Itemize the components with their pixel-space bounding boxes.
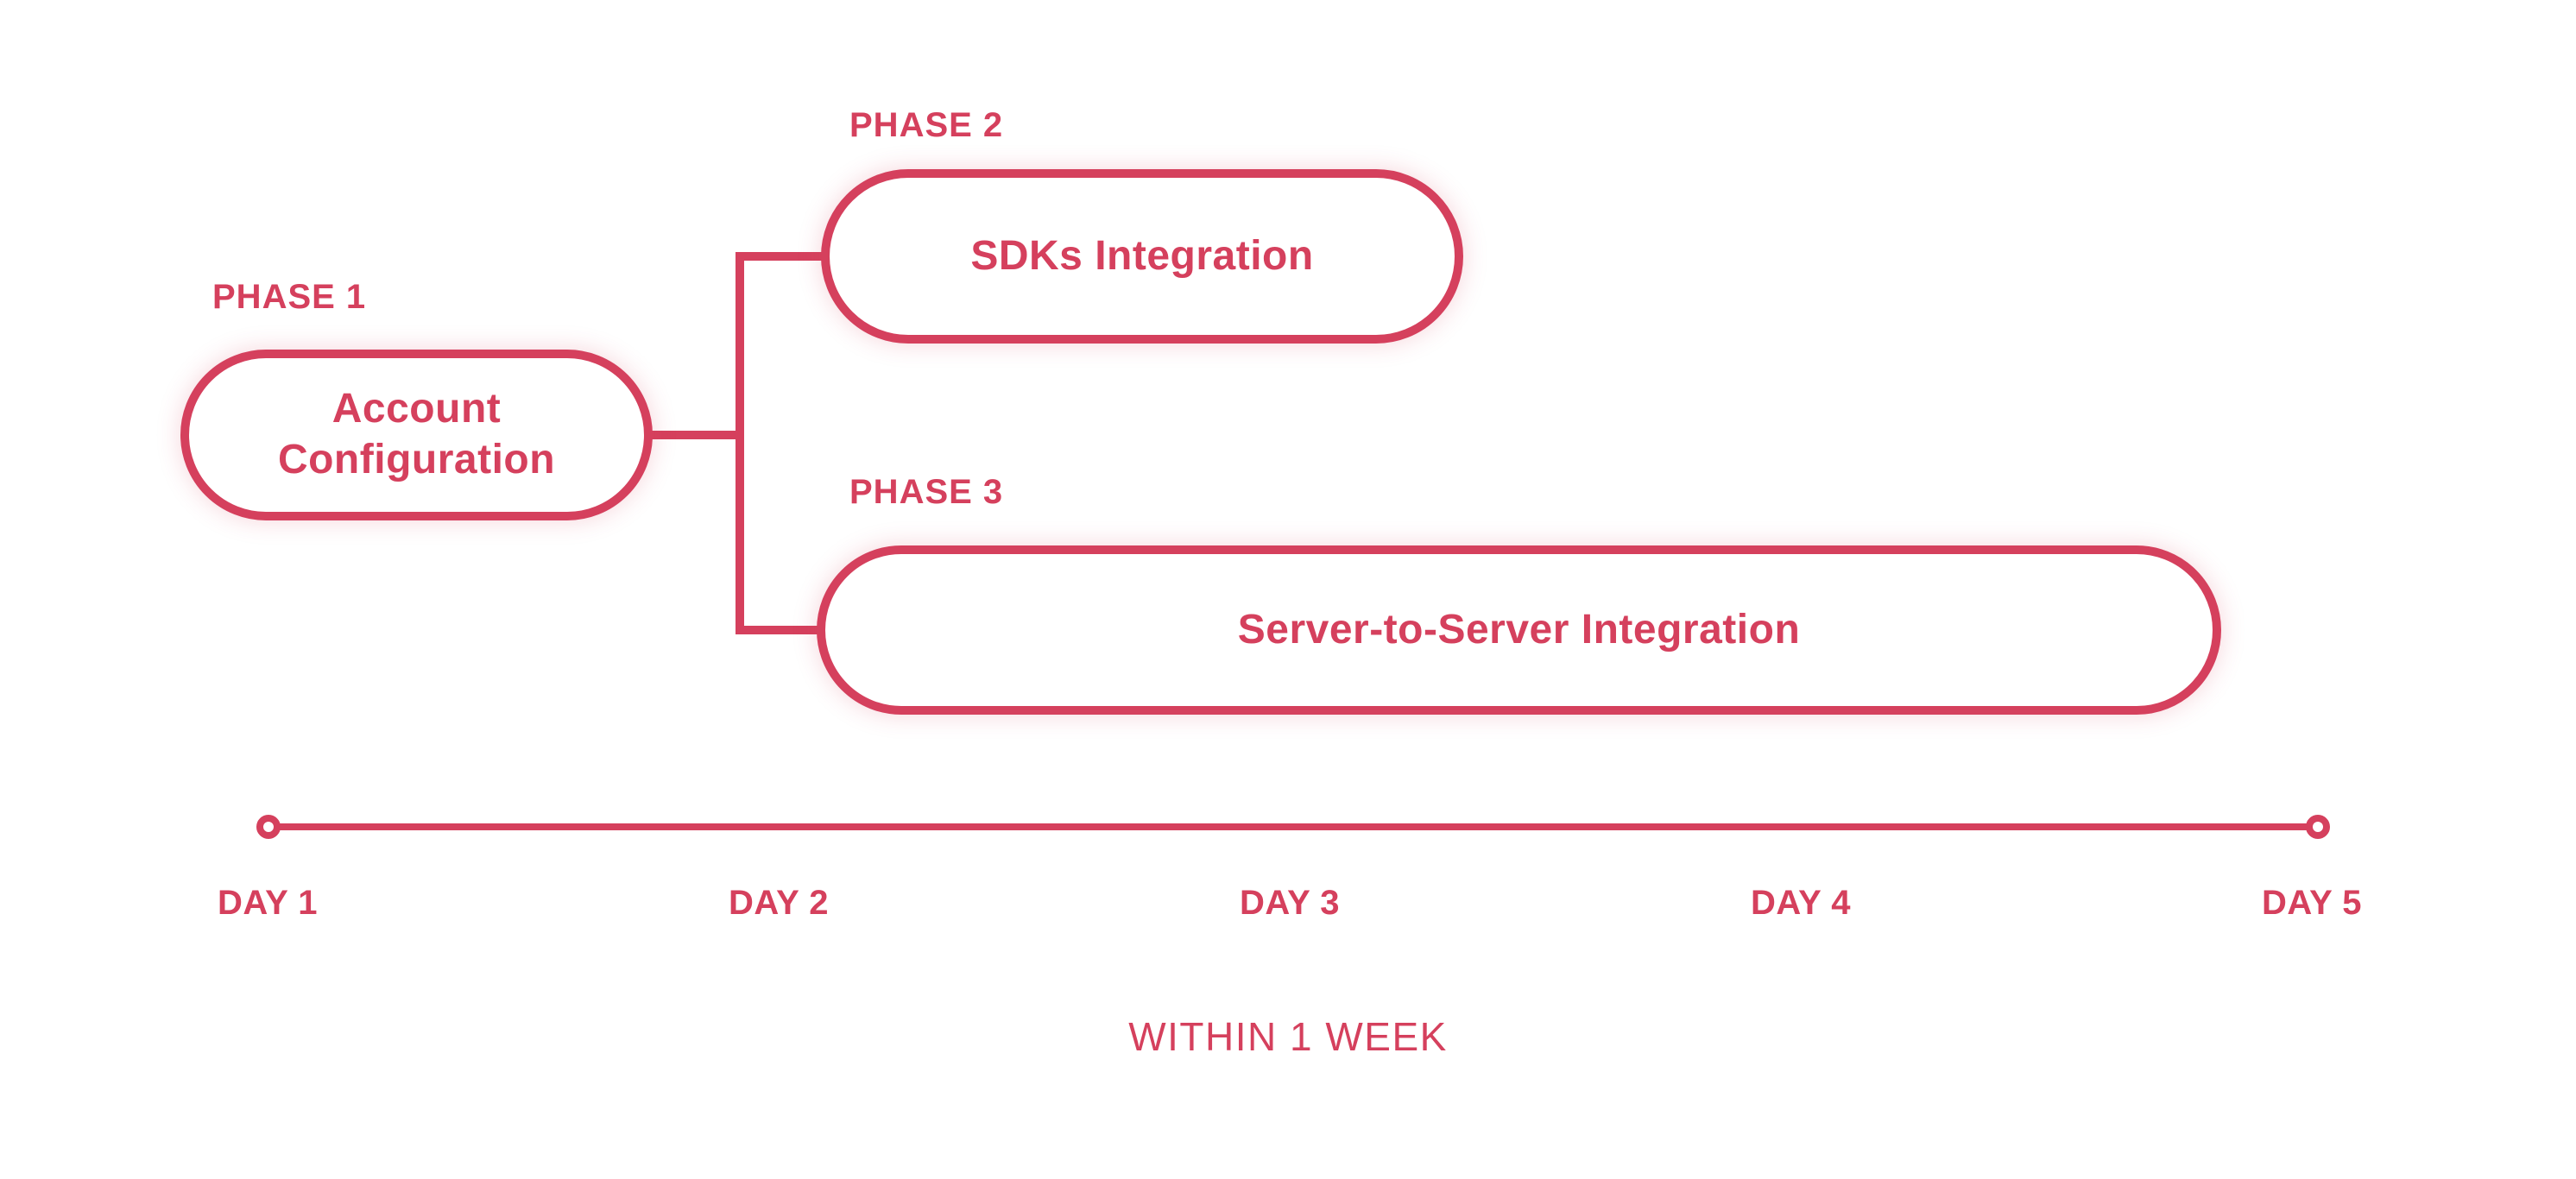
phase-3-label: PHASE 3 (849, 473, 1004, 511)
phase-2-node: SDKs Integration (821, 169, 1463, 344)
phase-2-node-title: SDKs Integration (970, 232, 1314, 279)
phase-2-label: PHASE 2 (849, 106, 1004, 144)
connector-phase1-to-branch (649, 431, 744, 439)
timeline-start-ring-icon (256, 815, 281, 839)
timeline-duration-note: WITHIN 1 WEEK (1128, 1014, 1448, 1059)
timeline-end-ring-icon (2306, 815, 2330, 839)
phase-1-node-title-line-1: Account (331, 386, 502, 432)
connector-branch-vertical (736, 252, 744, 634)
phase-1-node-title-line-2: Configuration (277, 437, 556, 482)
phase-3-node: Server-to-Server Integration (817, 545, 2221, 715)
timeline-day-5-label: DAY 5 (2262, 884, 2362, 922)
phase-3-node-title: Server-to-Server Integration (1237, 606, 1801, 653)
connector-branch-to-phase2 (736, 252, 829, 261)
phase-1-label: PHASE 1 (212, 278, 367, 316)
phase-1-node: Account Configuration (180, 350, 653, 520)
timeline-day-1-label: DAY 1 (218, 884, 318, 922)
timeline-day-4-label: DAY 4 (1751, 884, 1851, 922)
timeline-axis (268, 823, 2318, 830)
connector-branch-to-phase3 (736, 626, 824, 634)
timeline-day-2-label: DAY 2 (729, 884, 829, 922)
timeline-day-3-label: DAY 3 (1240, 884, 1340, 922)
